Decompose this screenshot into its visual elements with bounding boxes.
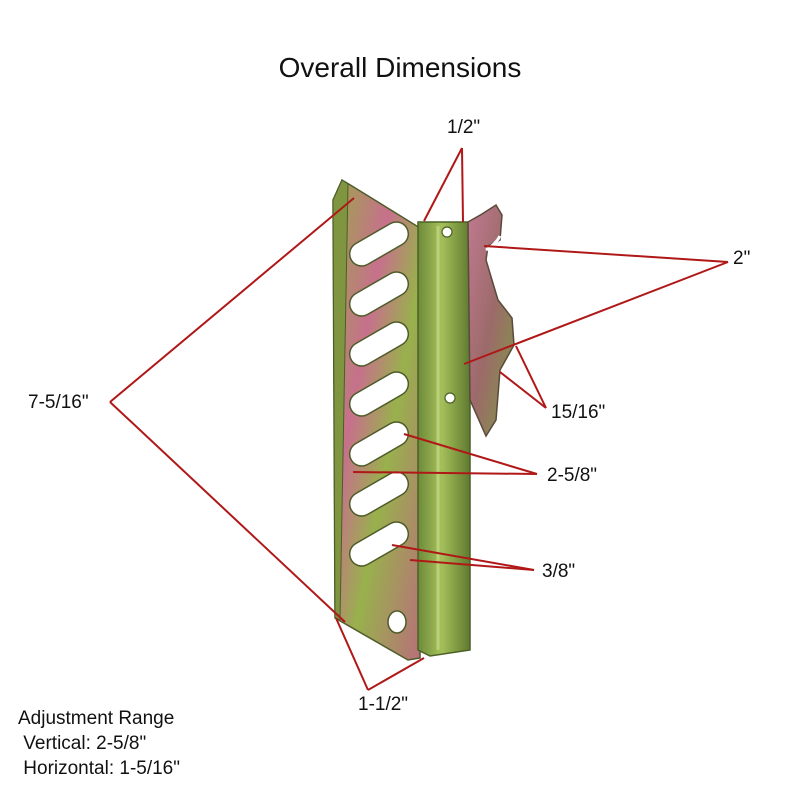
adjustment-range-note: Adjustment Range Vertical: 2-5/8" Horizo… — [18, 706, 180, 781]
bottom-hole — [387, 610, 407, 634]
dim-label-slot-width: 3/8" — [542, 561, 576, 582]
leader-hook-height-bottom — [463, 261, 729, 365]
leader-overall-height-top — [109, 197, 355, 403]
leader-hook-depth-b — [499, 371, 547, 409]
leader-bottom-width-left — [335, 617, 369, 691]
leader-overall-height-bottom — [109, 401, 346, 623]
adjustment-horizontal: Horizontal: 1-5/16" — [18, 758, 180, 779]
flange-edge — [332, 179, 349, 621]
diagram-title: Overall Dimensions — [278, 52, 522, 83]
dim-label-slot-spacing: 2-5/8" — [547, 465, 598, 486]
channel-hole-middle — [444, 392, 456, 404]
dim-label-hook-depth: 15/16" — [551, 402, 606, 423]
dim-label-hook-height: 2" — [733, 248, 751, 269]
channel-hole-top — [441, 226, 453, 238]
dim-label-overall-height: 7-5/16" — [28, 392, 89, 413]
leader-hook-height-top — [483, 245, 729, 263]
leader-lines — [109, 147, 729, 691]
leader-bottom-width-right — [367, 657, 425, 691]
adjustment-heading: Adjustment Range — [18, 708, 175, 729]
adjustment-vertical: Vertical: 2-5/8" — [18, 733, 147, 754]
hook — [467, 203, 515, 438]
leader-slot-spacing-a — [403, 433, 538, 475]
leader-slot-spacing-b — [352, 471, 538, 475]
vertical-channel — [417, 221, 471, 657]
leader-slot-width-a — [391, 544, 535, 571]
dim-label-bottom-width: 1-1/2" — [358, 694, 409, 715]
leader-slot-width-b — [409, 559, 535, 571]
leader-hook-depth-a — [515, 345, 547, 409]
dim-label-top-width: 1/2" — [447, 117, 481, 138]
leader-top-width-left — [423, 147, 463, 222]
leader-top-width-right — [461, 147, 464, 223]
bracket-illustration — [332, 178, 515, 661]
adjustment-slots — [348, 221, 410, 567]
